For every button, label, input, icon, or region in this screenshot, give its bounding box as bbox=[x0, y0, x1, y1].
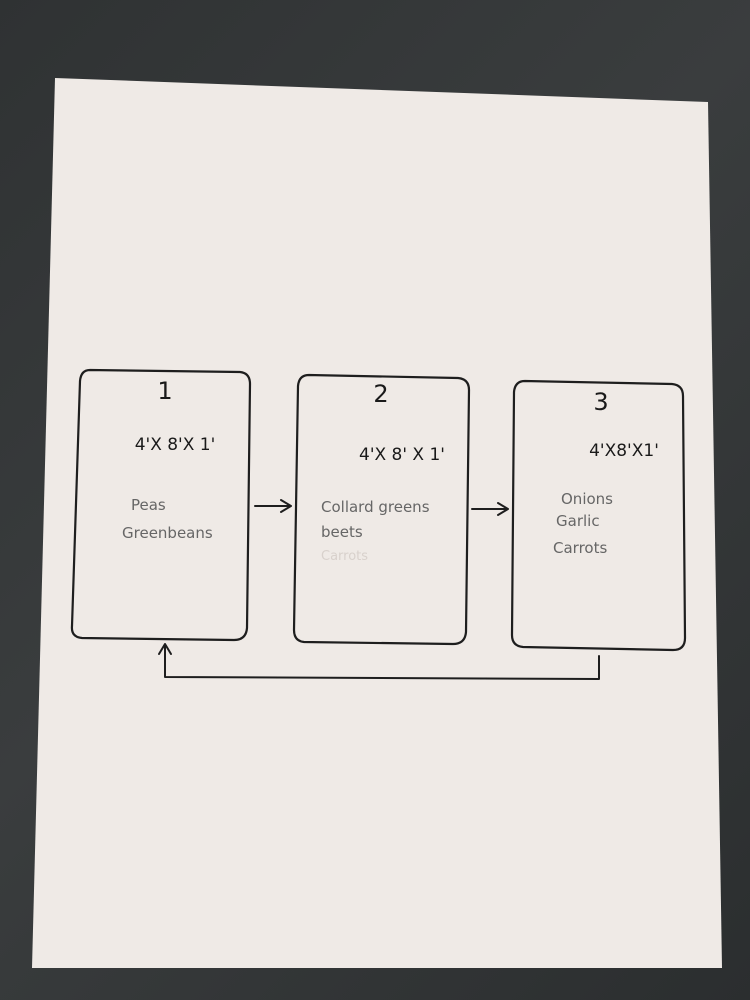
bed-3: 3 4'X8'X1' Onions Garlic Carrots bbox=[510, 379, 687, 652]
bed-1-outline bbox=[70, 368, 252, 642]
bed-1-crop-2: Greenbeans bbox=[122, 524, 213, 542]
bed-2-crop-1: Collard greens bbox=[321, 498, 430, 516]
bed-2-outline bbox=[292, 373, 471, 646]
bed-3-number: 3 bbox=[593, 388, 608, 416]
bed-2-number: 2 bbox=[373, 380, 388, 408]
bed-3-outline bbox=[510, 379, 687, 652]
arrow-bed-2-to-3 bbox=[471, 502, 509, 516]
bed-3-crop-3: Carrots bbox=[553, 539, 607, 557]
bed-2-crop-2: beets bbox=[321, 523, 363, 541]
bed-2: 2 4'X 8' X 1' Collard greens beets Carro… bbox=[292, 373, 471, 646]
arrow-bed-3-to-1 bbox=[158, 643, 600, 680]
bed-1-dimensions: 4'X 8'X 1' bbox=[135, 435, 216, 455]
paper-sheet bbox=[32, 78, 722, 968]
arrow-bed-1-to-2 bbox=[254, 499, 292, 513]
bed-1: 1 4'X 8'X 1' Peas Greenbeans bbox=[70, 368, 252, 642]
bed-3-crop-1: Onions bbox=[561, 490, 613, 508]
bed-1-number: 1 bbox=[157, 377, 172, 405]
bed-1-crop-1: Peas bbox=[131, 496, 166, 514]
bed-3-dimensions: 4'X8'X1' bbox=[589, 441, 659, 461]
bed-2-dimensions: 4'X 8' X 1' bbox=[359, 445, 445, 465]
bed-3-crop-2: Garlic bbox=[556, 512, 600, 530]
bed-2-faint-crop: Carrots bbox=[321, 549, 368, 564]
